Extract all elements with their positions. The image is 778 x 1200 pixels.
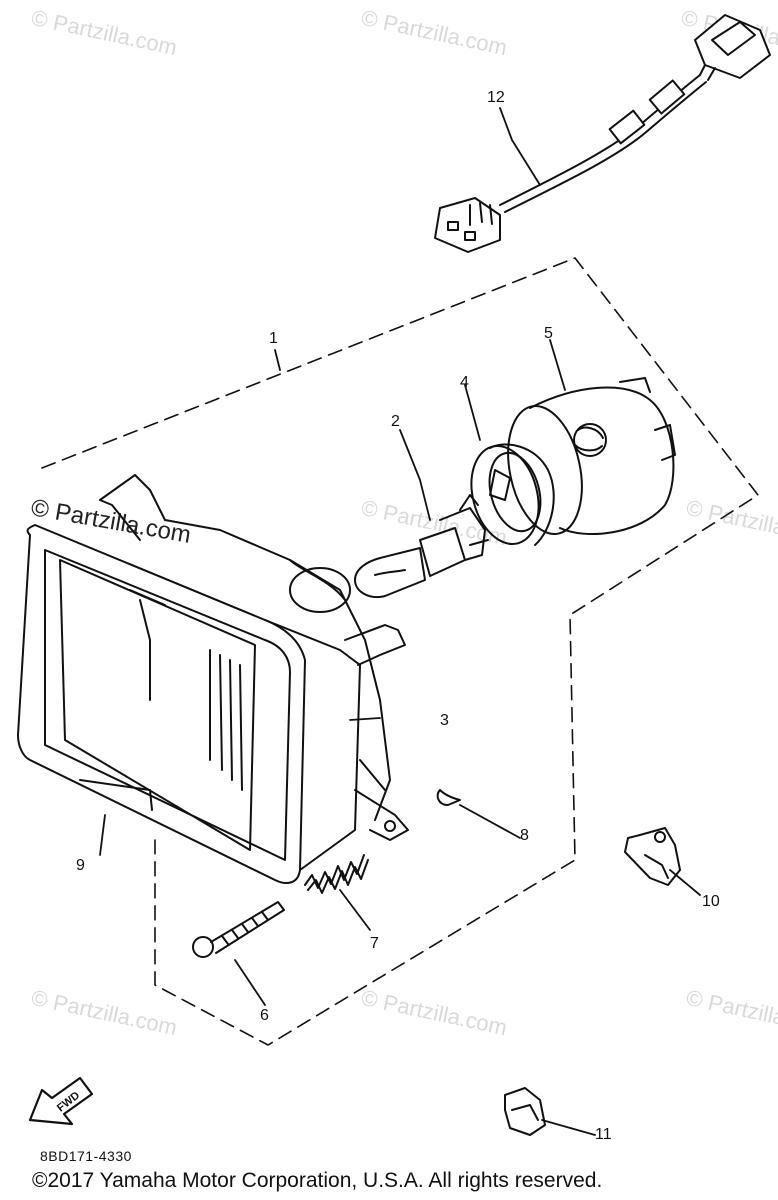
callout-1: 1 (269, 330, 278, 347)
wiring-harness (434, 14, 771, 253)
callout-7: 7 (370, 935, 379, 952)
callout-8: 8 (520, 827, 529, 844)
adjusting-screw (192, 901, 285, 958)
wire-clamp (624, 827, 681, 886)
headlight-lens (17, 524, 361, 884)
callout-3: 3 (440, 712, 449, 729)
callout-11: 11 (595, 1126, 612, 1143)
callout-10: 10 (702, 893, 720, 910)
callout-2: 2 (391, 413, 400, 430)
headlight-housing (99, 474, 409, 841)
copyright-notice: ©2017 Yamaha Motor Corporation, U.S.A. A… (32, 1169, 603, 1192)
callout-6: 6 (260, 1007, 269, 1024)
callout-5: 5 (544, 325, 553, 342)
spring (304, 854, 369, 894)
leader-lines (99, 107, 701, 1136)
fwd-arrow (28, 1076, 94, 1126)
callout-4: 4 (460, 374, 469, 391)
spring-clip (436, 789, 461, 806)
callout-12: 12 (487, 89, 505, 106)
socket-cover (507, 377, 676, 536)
diagram-code: 8BD171-4330 (40, 1148, 132, 1164)
band-clip (504, 1087, 546, 1136)
assembly-boundary (41, 257, 759, 1046)
callout-9: 9 (76, 857, 85, 874)
headlight-bulb (354, 494, 489, 598)
bulb-retainer (470, 443, 555, 546)
